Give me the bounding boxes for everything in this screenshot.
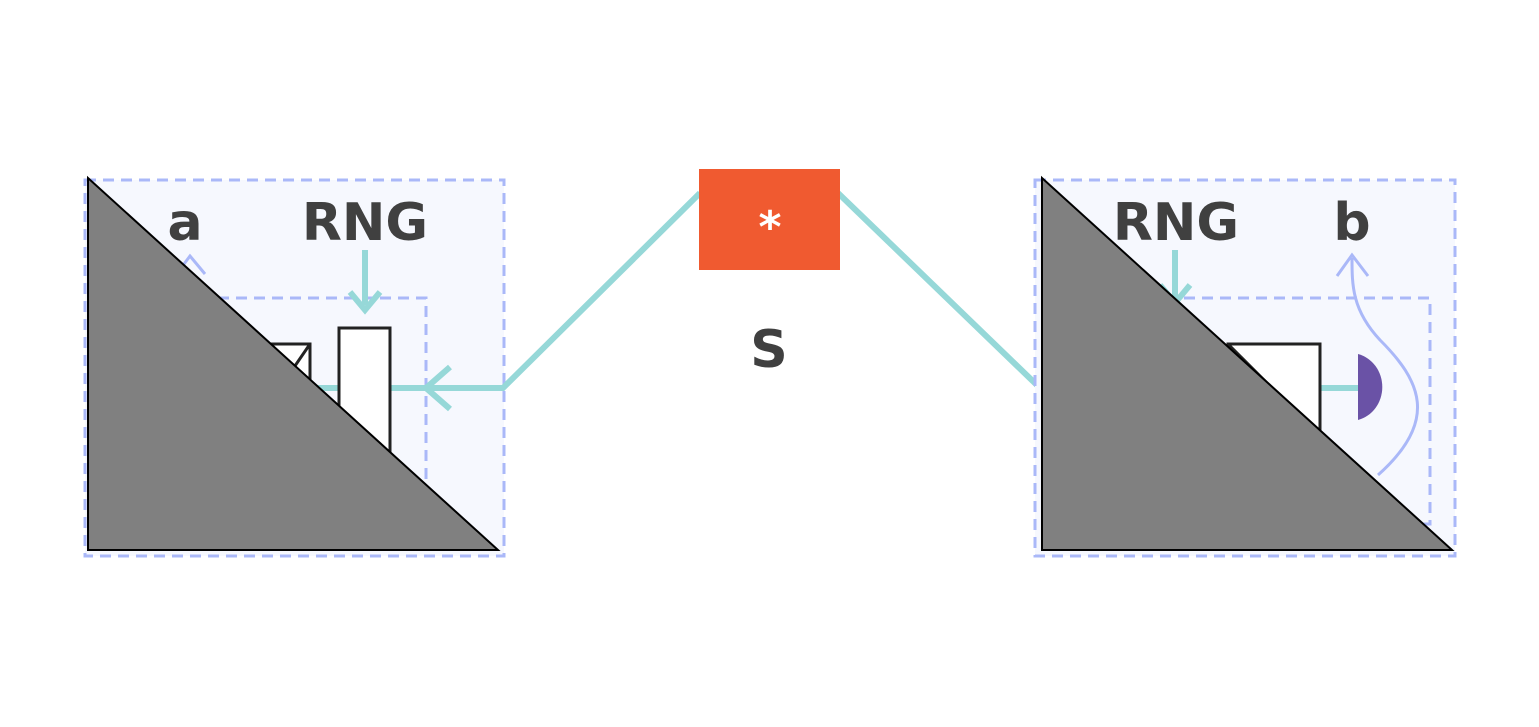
left-output-label: a [167, 193, 202, 253]
right-output-curve [1350, 257, 1419, 477]
left-rng-arrowhead [347, 290, 383, 315]
left-occluder-triangle [87, 175, 501, 551]
left-rng-label: RNG [302, 193, 428, 253]
right-output-label: b [1333, 193, 1370, 253]
source-symbol: * [758, 202, 781, 253]
right-station: RNG b [1033, 175, 1457, 558]
source-box [699, 169, 840, 270]
right-occluder-triangle [1041, 175, 1455, 551]
left-station: a RNG [83, 175, 703, 558]
right-output-arrowhead [1335, 252, 1370, 277]
left-beam-arrowhead [421, 364, 452, 412]
detector-icon [1358, 354, 1383, 420]
source-label: S [750, 320, 787, 380]
source: * S [699, 169, 1070, 391]
right-rng-label: RNG [1113, 193, 1239, 253]
